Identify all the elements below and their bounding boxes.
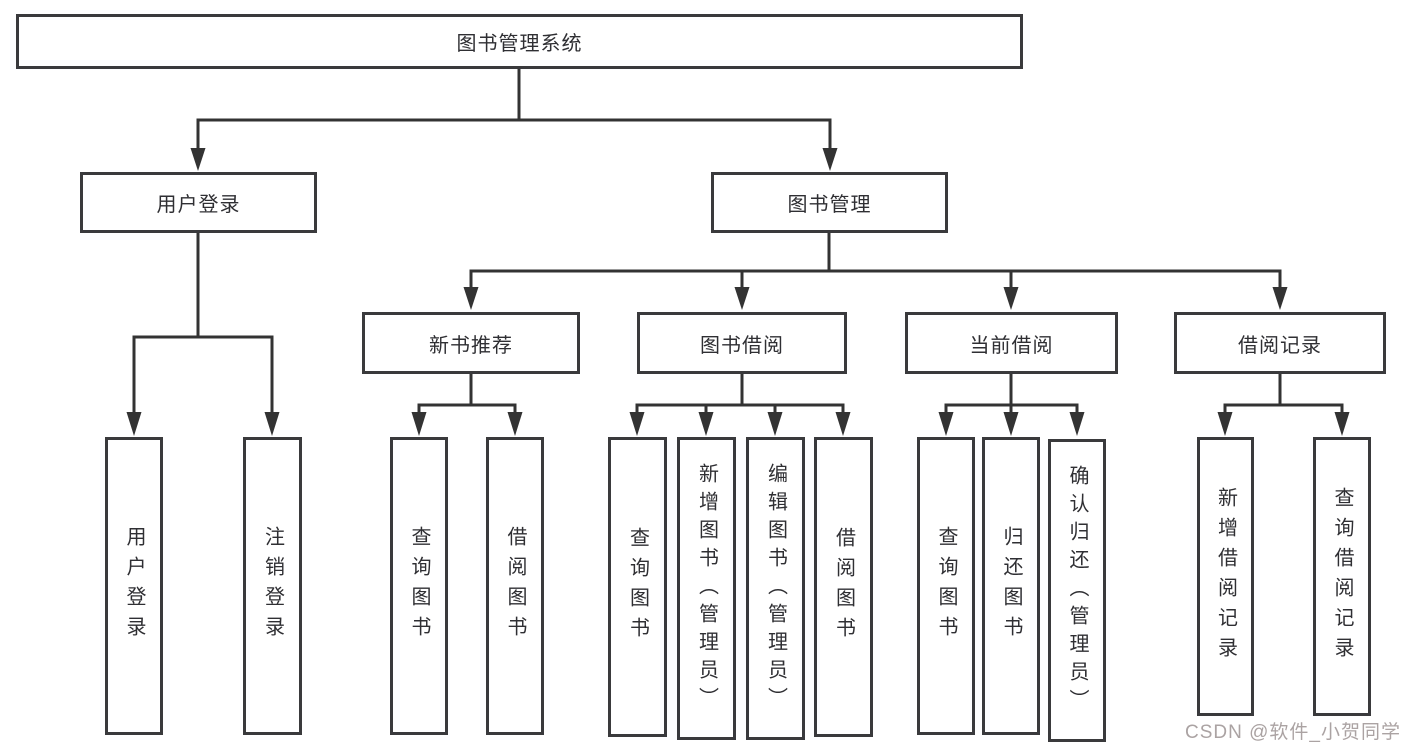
leaf-borrow-books-recommend: 借阅图书	[486, 437, 544, 735]
leaf-return-books: 归还图书	[982, 437, 1040, 735]
leaf-user-login: 用户登录	[105, 437, 163, 735]
wire-current-to-leaves	[944, 374, 1079, 413]
leaf-add-borrow-record: 新增借阅记录	[1197, 437, 1254, 716]
leaf-logout: 注销登录	[243, 437, 302, 735]
leaf-query-books-current: 查询图书	[917, 437, 975, 735]
leaf-confirm-return-admin: 确认归还（管理员）	[1048, 439, 1106, 742]
node-book-management: 图书管理	[711, 172, 948, 233]
wire-borrow-to-leaves	[635, 374, 845, 413]
node-borrow-records: 借阅记录	[1174, 312, 1386, 374]
leaf-borrow-books-borrow: 借阅图书	[814, 437, 873, 737]
wire-root-to-level1	[196, 69, 832, 149]
node-library-management-system: 图书管理系统	[16, 14, 1023, 69]
csdn-watermark: CSDN @软件_小贺同学	[1185, 722, 1401, 743]
wire-newbook-to-leaves	[417, 374, 517, 413]
wire-record-to-leaves	[1223, 374, 1344, 413]
leaf-query-books-recommend: 查询图书	[390, 437, 448, 735]
leaf-query-borrow-record: 查询借阅记录	[1313, 437, 1371, 716]
leaf-add-book-admin: 新增图书（管理员）	[677, 437, 736, 740]
node-book-borrow: 图书借阅	[637, 312, 847, 374]
node-new-book-recommend: 新书推荐	[362, 312, 580, 374]
leaf-query-books-borrow: 查询图书	[608, 437, 667, 737]
wire-mgmt-to-level2	[469, 233, 1282, 288]
node-user-login: 用户登录	[80, 172, 317, 233]
leaf-edit-book-admin: 编辑图书（管理员）	[746, 437, 805, 740]
wire-login-to-leaves	[132, 233, 274, 413]
node-current-borrow: 当前借阅	[905, 312, 1118, 374]
